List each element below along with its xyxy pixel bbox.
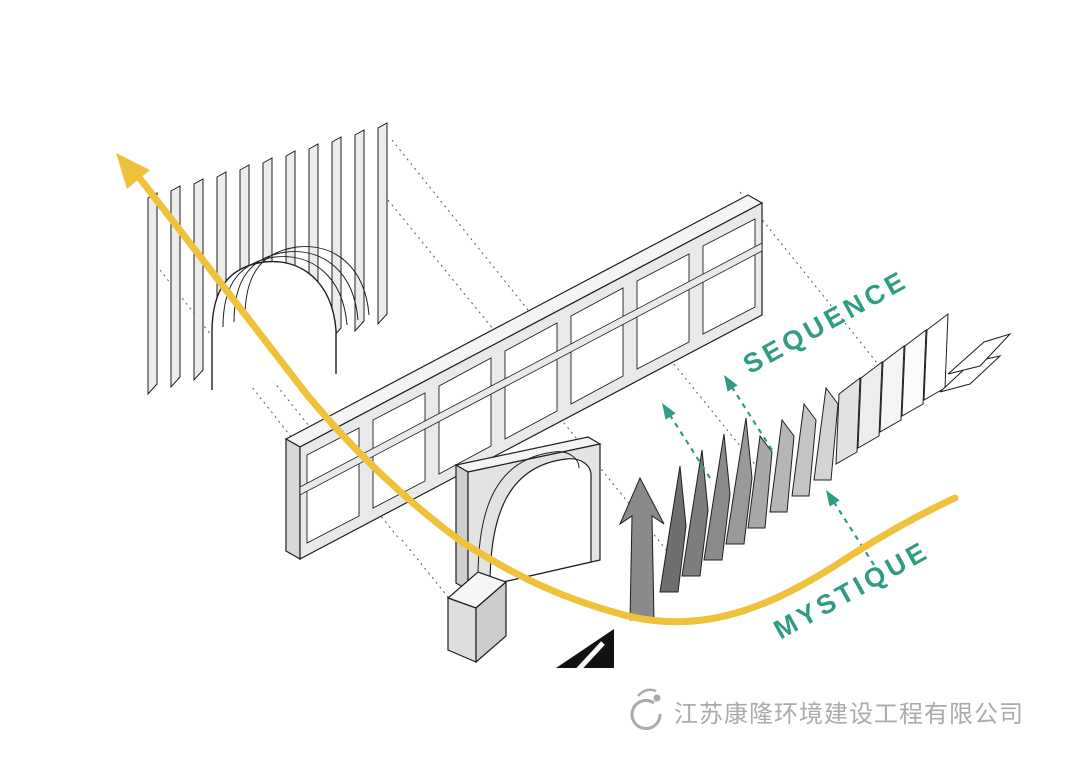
tunnel-arch-front-edge (211, 260, 337, 390)
flow-path (116, 153, 959, 626)
yellow-flow-arrowhead-icon (116, 153, 150, 189)
logo-wing (637, 688, 657, 697)
arch-wall-piece (454, 436, 602, 592)
wedge-block (446, 571, 508, 664)
tunnel-fin (193, 178, 204, 381)
frame-left-end-face (285, 437, 301, 561)
explode-arrows (662, 375, 875, 566)
frame-bay (438, 357, 492, 475)
arch-wall-opening (489, 458, 592, 586)
arch-wall-side-face (455, 463, 469, 592)
frame-mid-rail (299, 242, 763, 496)
watermark: 江苏康隆环境建设工程有限公司 (630, 688, 1024, 730)
frame-bays (306, 218, 756, 544)
frame-bay (636, 253, 690, 370)
projection-line (401, 539, 453, 603)
arched-fin-tunnel (147, 122, 388, 395)
marker-notch (576, 641, 605, 672)
tunnel-fin (377, 122, 388, 325)
teal-dashed-arrow-line (729, 383, 773, 451)
teal-dashed-arrow-line (831, 498, 875, 566)
teal-dashed-arrow-line (667, 411, 711, 479)
tunnel-fin (331, 136, 342, 339)
fan-plank (947, 332, 1012, 375)
company-name: 江苏康隆环境建设工程有限公司 (674, 701, 1024, 728)
direction-marker (556, 629, 614, 672)
frame-bay (702, 218, 756, 335)
black-triangle-marker-icon (556, 629, 614, 668)
fin-transformation-row (618, 313, 1012, 621)
projection-line (739, 191, 903, 395)
fan-plank (939, 355, 1002, 393)
facade-frame-structure (284, 194, 764, 561)
yellow-flow-line (134, 172, 959, 626)
tunnel-arch-opening (212, 261, 336, 390)
frame-bay (504, 322, 558, 440)
wedge-right-face (475, 580, 507, 664)
logo-swirl (630, 699, 662, 730)
tunnel-fin (147, 192, 158, 395)
company-swirl-logo-icon (630, 688, 662, 730)
projection-line (257, 361, 401, 541)
tunnel-fin (354, 129, 365, 332)
wedge-left-face (447, 597, 477, 663)
frame-bay (570, 287, 624, 405)
arch-wall-depth-curve (477, 451, 580, 579)
logo-dot (653, 694, 661, 702)
